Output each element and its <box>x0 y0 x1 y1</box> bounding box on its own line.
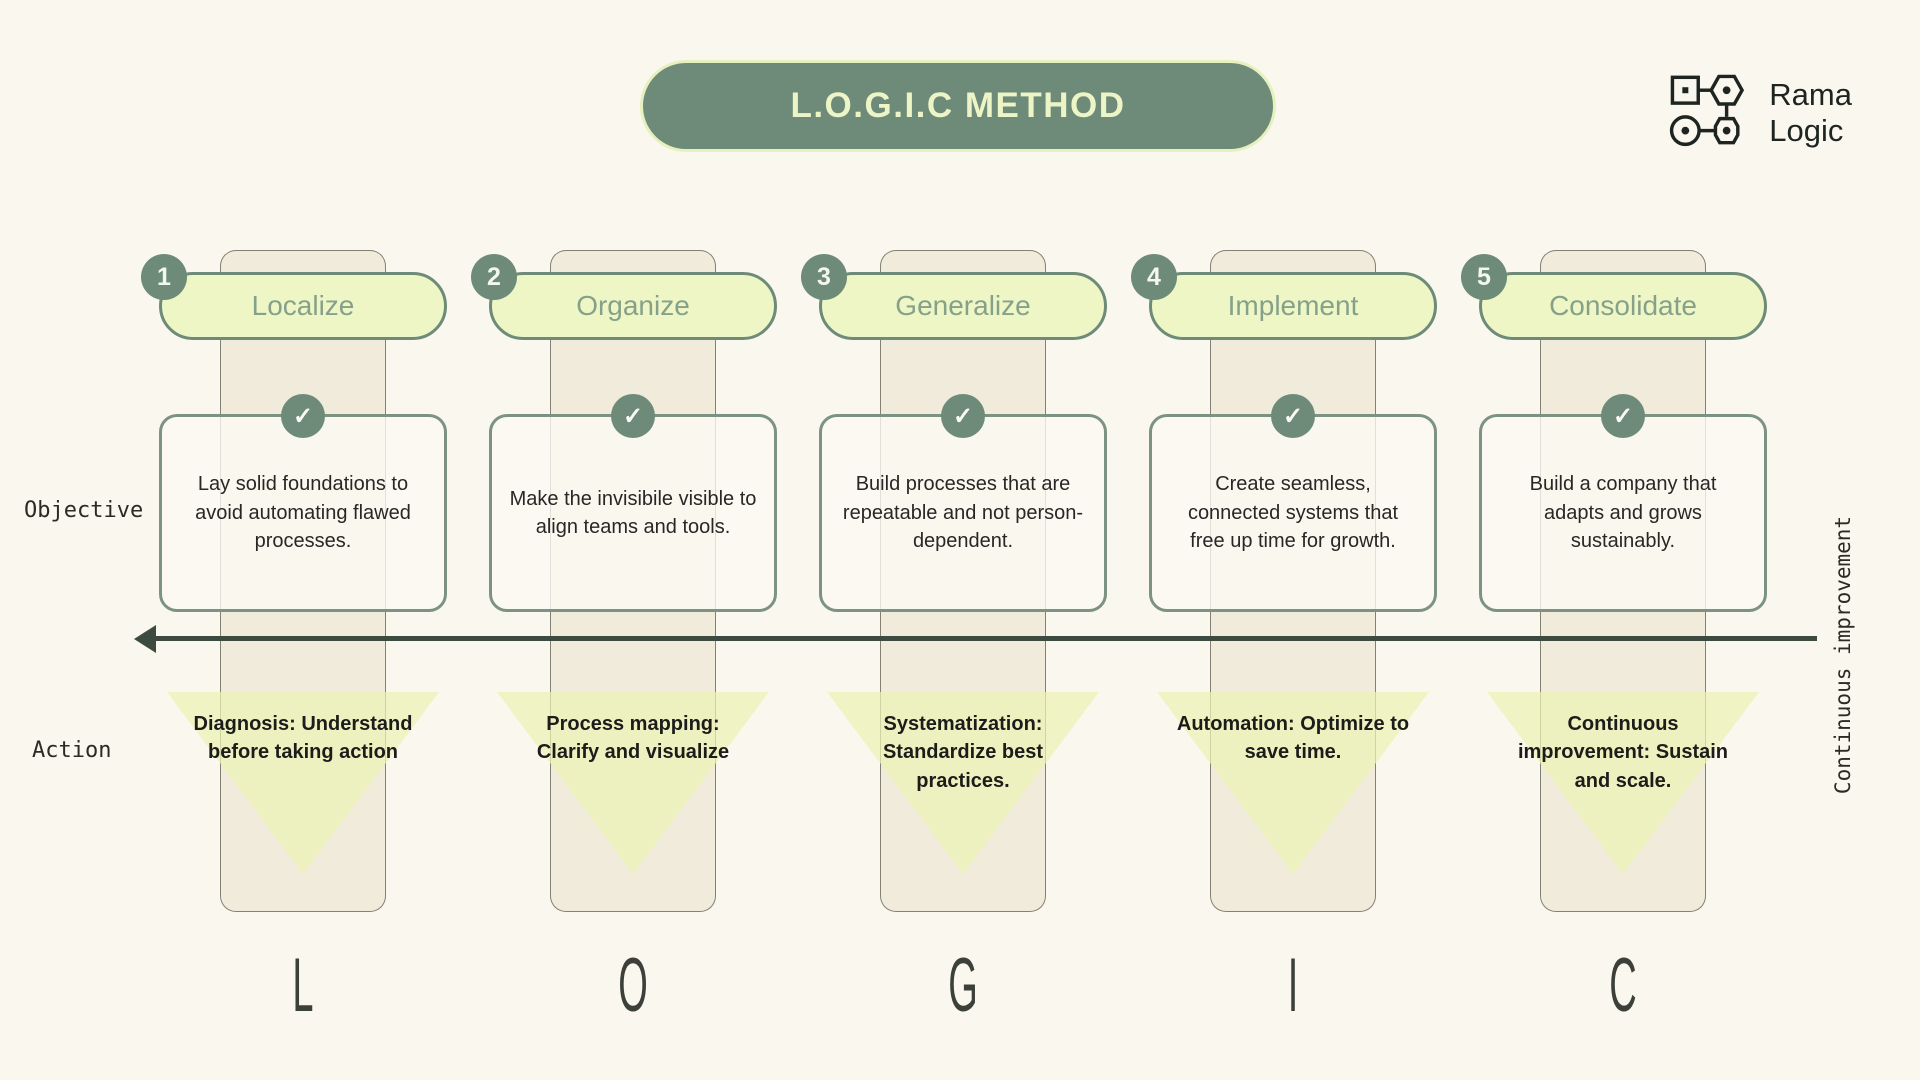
stage-number-badge: 3 <box>801 254 847 300</box>
stage-column-organize: Organize 2 ✓ Make the invisibile visible… <box>469 0 797 1080</box>
acronym-letter: L <box>292 943 314 1028</box>
stage-name: Generalize <box>895 290 1031 321</box>
stage-pill-implement: Implement <box>1149 272 1437 340</box>
objective-card: ✓ Make the invisibile visible to align t… <box>489 394 777 612</box>
continuous-improvement-label: Continuous improvement <box>1831 515 1855 795</box>
objective-text: Lay solid foundations to avoid automatin… <box>195 473 411 553</box>
stage-number-badge: 4 <box>1131 254 1177 300</box>
action-text: Process mapping: Clarify and visualize <box>536 713 730 764</box>
brand-name: Rama Logic <box>1769 77 1852 148</box>
brand-name-line1: Rama <box>1769 77 1852 113</box>
stage-number: 2 <box>487 262 501 291</box>
stage-number-badge: 5 <box>1461 254 1507 300</box>
title-banner: L.O.G.I.C METHOD <box>640 60 1276 152</box>
objective-text: Build processes that are repeatable and … <box>842 473 1084 553</box>
stage-pill-generalize: Generalize <box>819 272 1107 340</box>
check-icon: ✓ <box>941 394 985 438</box>
acronym-letter: C <box>1609 943 1637 1028</box>
stage-pill-localize: Localize <box>159 272 447 340</box>
check-icon: ✓ <box>1271 394 1315 438</box>
stage-name: Consolidate <box>1549 290 1697 321</box>
stage-number: 5 <box>1477 262 1491 291</box>
check-icon: ✓ <box>1601 394 1645 438</box>
acronym-letter: G <box>948 943 978 1028</box>
stage-column-consolidate: Consolidate 5 ✓ Build a company that ada… <box>1459 0 1787 1080</box>
objective-text: Build a company that adapts and grows su… <box>1529 473 1717 553</box>
action-text: Automation: Optimize to save time. <box>1176 713 1410 764</box>
check-icon: ✓ <box>611 394 655 438</box>
stage-pill-consolidate: Consolidate <box>1479 272 1767 340</box>
action-text: Continuous improvement: Sustain and scal… <box>1517 713 1729 792</box>
check-icon: ✓ <box>281 394 325 438</box>
check-glyph: ✓ <box>622 402 644 430</box>
action-triangle-icon <box>167 692 439 874</box>
action-row-label: Action <box>32 738 112 763</box>
network-shapes-icon <box>1669 68 1755 157</box>
check-glyph: ✓ <box>1612 402 1634 430</box>
stage-column-implement: Implement 4 ✓ Create seamless, connected… <box>1129 0 1457 1080</box>
objective-row-label: Objective <box>24 498 144 523</box>
acronym-letter: O <box>618 943 648 1028</box>
check-glyph: ✓ <box>952 402 974 430</box>
page-title: L.O.G.I.C METHOD <box>790 86 1126 125</box>
check-glyph: ✓ <box>1282 402 1304 430</box>
objective-text: Make the invisibile visible to align tea… <box>509 487 757 538</box>
flow-line <box>150 636 1817 641</box>
stage-number: 3 <box>817 262 831 291</box>
brand-logo: Rama Logic <box>1669 68 1852 157</box>
stage-column-localize: Localize 1 ✓ Lay solid foundations to av… <box>139 0 467 1080</box>
objective-card: ✓ Create seamless, connected systems tha… <box>1149 394 1437 612</box>
check-glyph: ✓ <box>292 402 314 430</box>
stage-number: 1 <box>157 262 171 291</box>
stage-name: Organize <box>576 290 690 321</box>
stage-number: 4 <box>1147 262 1161 291</box>
acronym-letter: I <box>1287 943 1299 1028</box>
action-text: Systematization: Standardize best practi… <box>882 713 1044 792</box>
action-triangle-icon <box>497 692 769 874</box>
brand-name-line2: Logic <box>1769 112 1844 148</box>
action-text: Diagnosis: Understand before taking acti… <box>193 713 413 764</box>
objective-card: ✓ Build processes that are repeatable an… <box>819 394 1107 612</box>
stage-name: Localize <box>251 290 355 321</box>
stage-number-badge: 1 <box>141 254 187 300</box>
action-triangle-icon <box>1487 692 1759 874</box>
action-triangle-icon <box>1157 692 1429 874</box>
stage-name: Implement <box>1227 290 1359 321</box>
objective-text: Create seamless, connected systems that … <box>1187 473 1399 553</box>
left-arrowhead-icon <box>134 625 156 653</box>
stage-number-badge: 2 <box>471 254 517 300</box>
objective-card: ✓ Build a company that adapts and grows … <box>1479 394 1767 612</box>
stage-column-generalize: Generalize 3 ✓ Build processes that are … <box>799 0 1127 1080</box>
stage-pill-organize: Organize <box>489 272 777 340</box>
objective-card: ✓ Lay solid foundations to avoid automat… <box>159 394 447 612</box>
action-triangle-icon <box>827 692 1099 874</box>
